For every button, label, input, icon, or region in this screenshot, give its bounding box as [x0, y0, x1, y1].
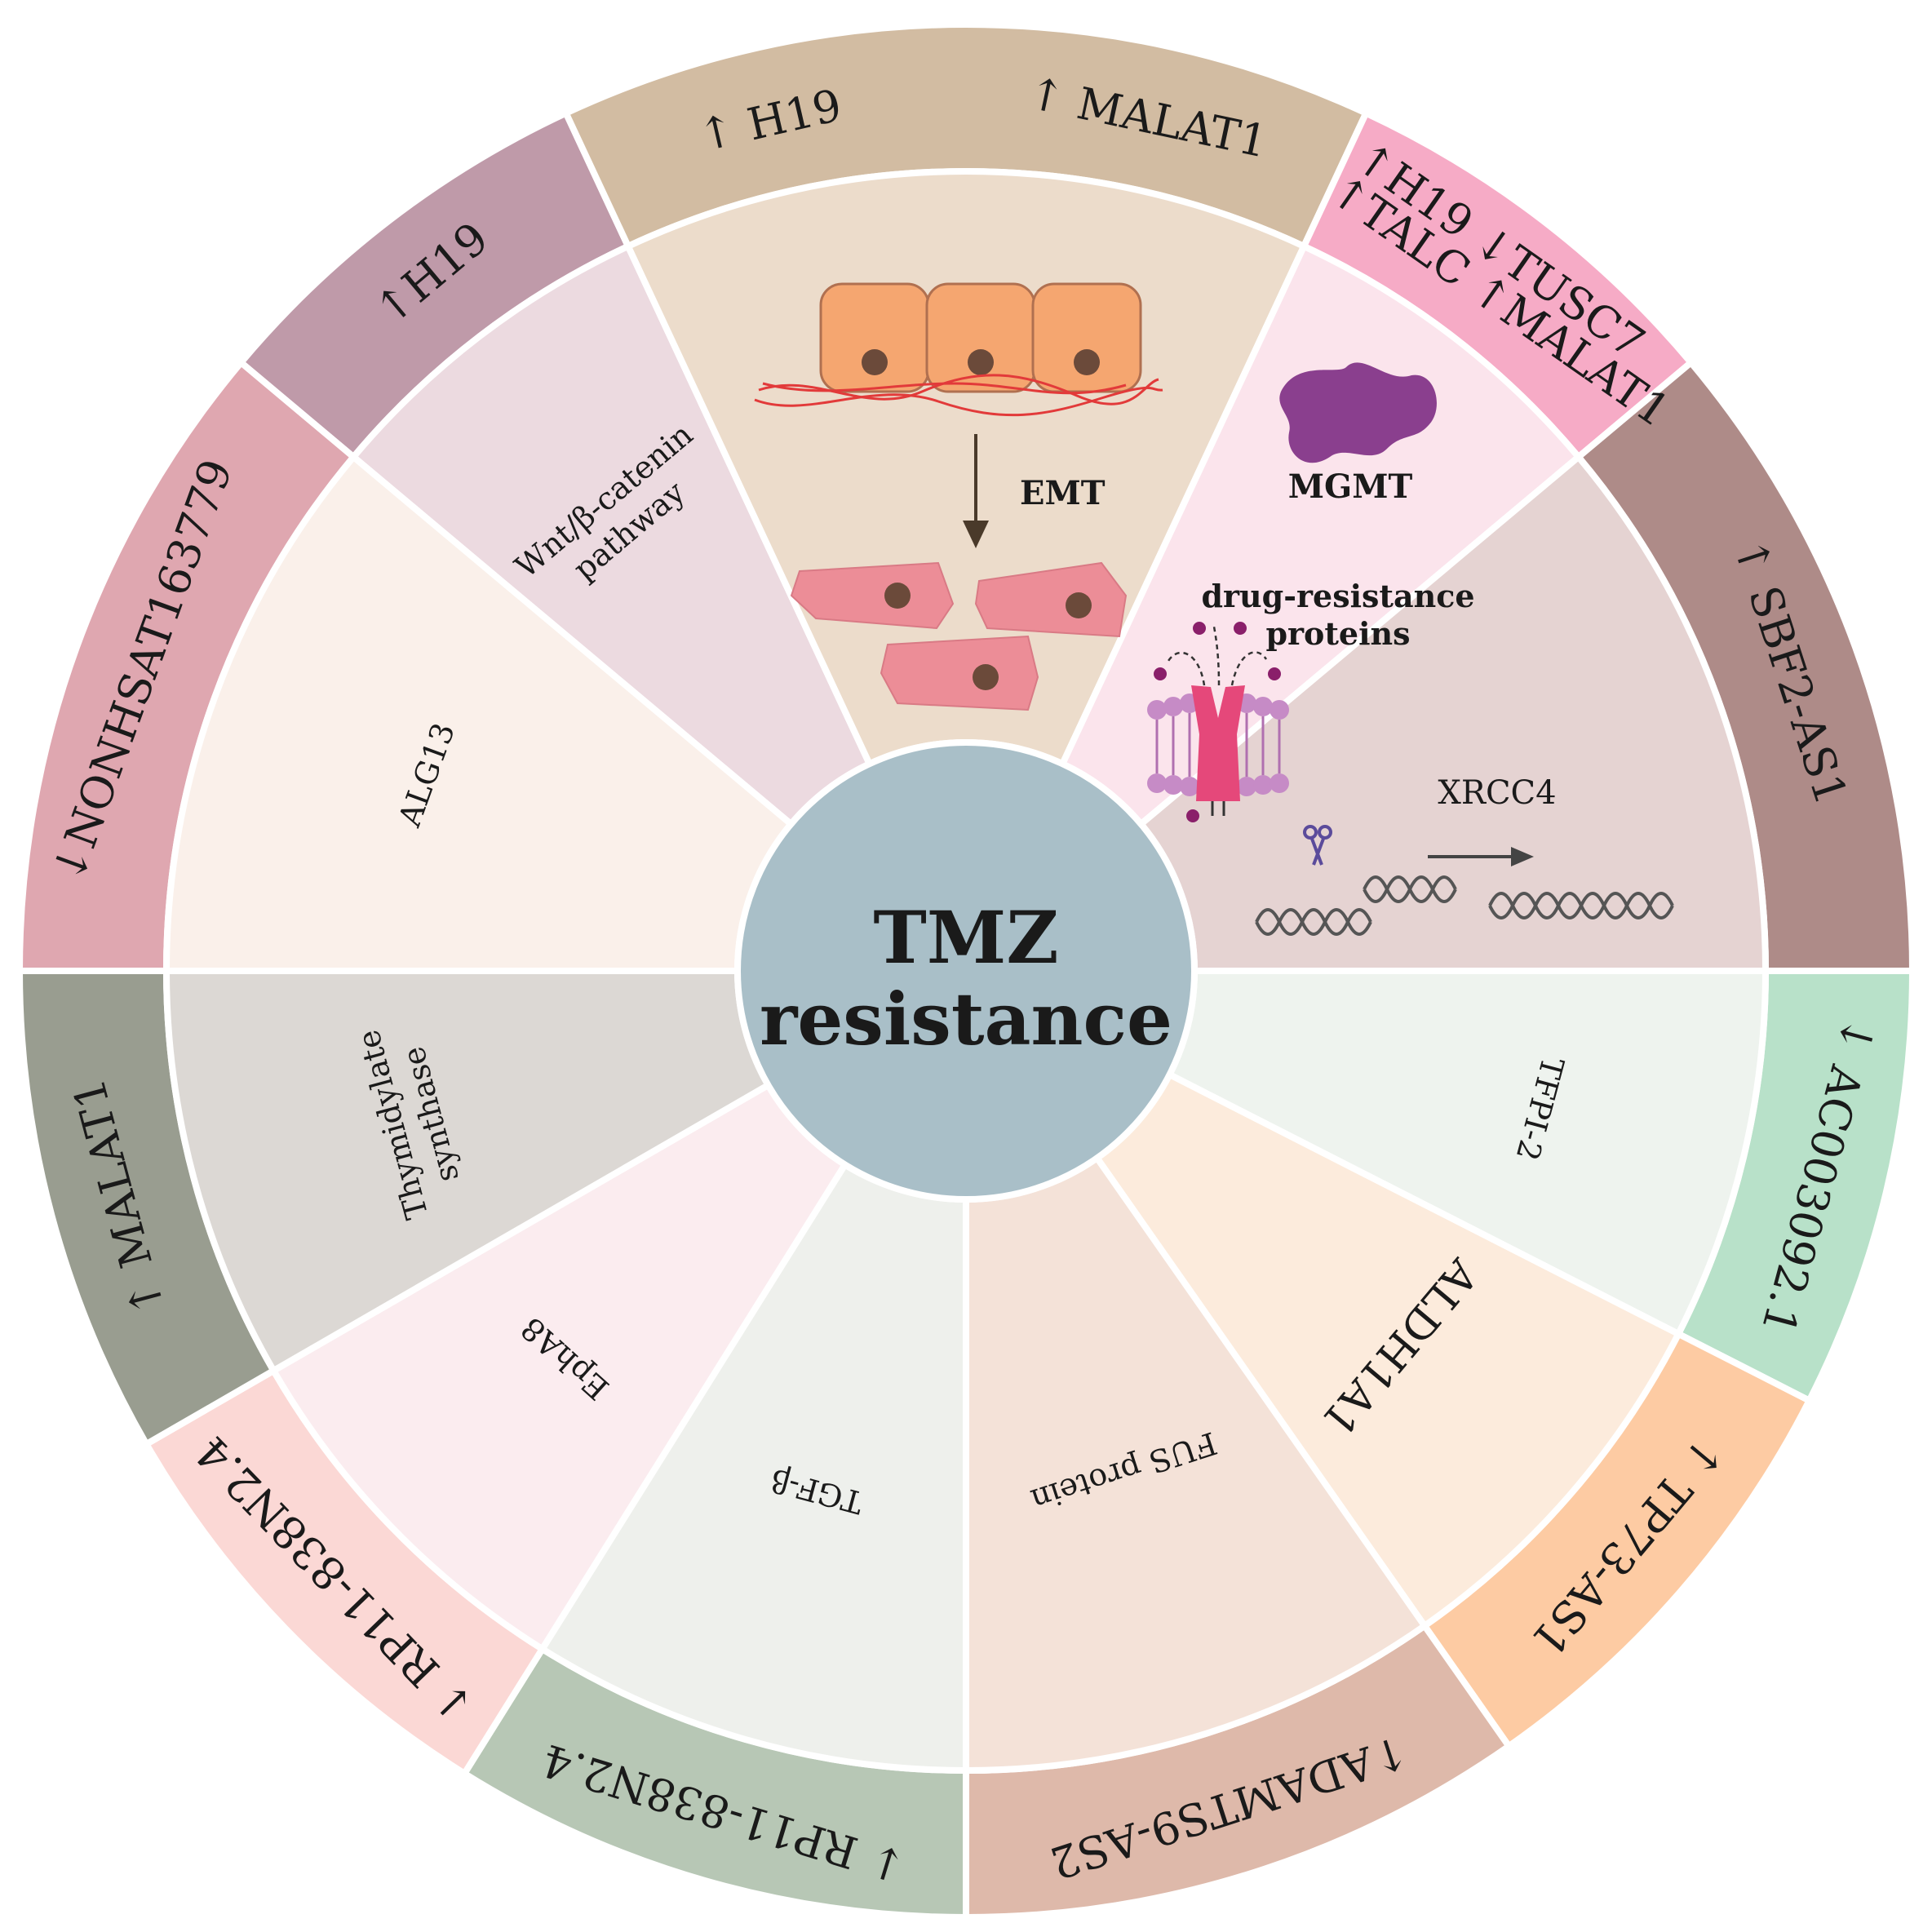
- center-title-line2: resistance: [760, 977, 1172, 1061]
- segments-layer: [16, 20, 1916, 1921]
- broken-dna: [1255, 875, 1457, 936]
- repaired-dna: [1488, 892, 1674, 919]
- mgmt-illustration: MGMT drug-resistance proteins: [1147, 362, 1475, 822]
- mgmt-protein-blob: [1279, 362, 1437, 463]
- mesenchymal-cell: [974, 561, 1128, 638]
- nucleus: [968, 349, 994, 375]
- emt-label: EMT: [1020, 474, 1106, 512]
- mesenchymal-cells: [790, 561, 1128, 711]
- transporter-protein: [1191, 685, 1245, 801]
- nucleus: [973, 664, 999, 690]
- drug-resistance-label-line1: drug-resistance: [1201, 578, 1474, 614]
- drug-molecules: [1154, 622, 1281, 822]
- lipid-tails: [1155, 713, 1281, 777]
- mgmt-label: MGMT: [1288, 467, 1413, 506]
- nucleus: [1066, 592, 1092, 618]
- drug-resistance-label-line2: proteins: [1265, 615, 1410, 652]
- scissors-icon: [1303, 825, 1332, 866]
- mesenchymal-cell: [880, 635, 1039, 711]
- center-circle: [734, 739, 1198, 1203]
- epithelial-cell: [1031, 282, 1142, 393]
- xrcc4-label: XRCC4: [1438, 774, 1556, 812]
- nucleus: [1074, 349, 1100, 375]
- nucleus: [884, 583, 911, 609]
- transition-arrow: [963, 434, 989, 548]
- mesenchymal-cell: [790, 561, 955, 630]
- efflux-arrows: [1167, 626, 1268, 686]
- center-title-line1: TMZ: [873, 895, 1058, 980]
- lipid-heads-top: [1147, 693, 1289, 796]
- emt-illustration: EMT: [754, 282, 1163, 711]
- epithelial-cell: [819, 282, 930, 393]
- repair-arrow: [1428, 847, 1534, 866]
- membrane-transporter: [1147, 622, 1289, 822]
- nucleus: [862, 349, 888, 375]
- xrcc4-illustration: XRCC4: [1255, 774, 1674, 936]
- epithelial-cells: [819, 282, 1142, 393]
- extracellular-fibers: [754, 374, 1163, 417]
